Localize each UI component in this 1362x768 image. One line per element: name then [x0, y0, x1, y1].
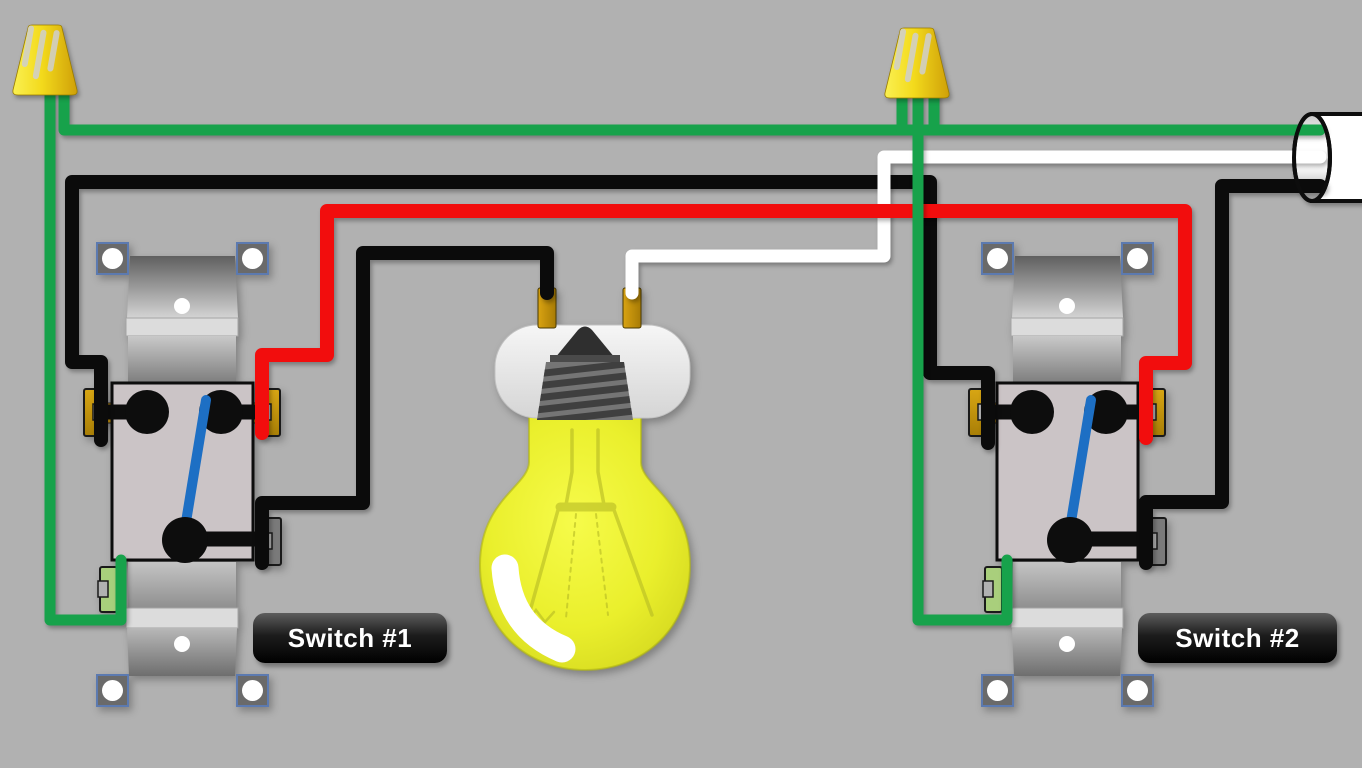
bulb-filament: [525, 428, 654, 624]
wire-nut-1: [12, 24, 78, 96]
traveler-wire-black: [65, 175, 995, 450]
wire-nut-2: [884, 27, 950, 99]
switch-1-label: Switch #1: [253, 613, 447, 663]
cable-opening-rim: [1292, 112, 1332, 203]
ground-wire-to-switch-2: [912, 82, 1013, 626]
hot-wire-black-from-cable: [1139, 179, 1327, 570]
switch-2[interactable]: [969, 243, 1166, 706]
ground-wire-main: [58, 79, 1326, 136]
traveler-wire-red: [255, 204, 1192, 445]
switch-2-label: Switch #2: [1138, 613, 1337, 663]
lamp-socket: [494, 287, 691, 420]
neutral-wire-white: [625, 150, 1327, 300]
switch-1[interactable]: [84, 243, 281, 706]
bulb-highlight: [491, 554, 576, 663]
switched-wire-black-to-bulb: [255, 246, 554, 570]
ground-wire-to-switch-1: [44, 79, 127, 626]
light-bulb: [478, 287, 692, 672]
bulb-glass: [478, 413, 692, 672]
